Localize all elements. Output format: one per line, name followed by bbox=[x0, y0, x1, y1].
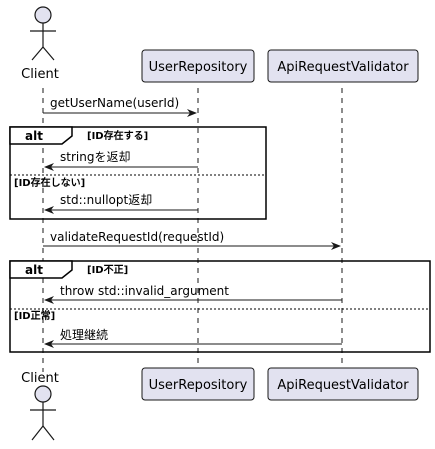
fragment-alt-1 bbox=[9, 126, 267, 220]
message-return-nullopt-label: std::nullopt返却 bbox=[60, 193, 152, 207]
actor-client-bottom bbox=[30, 385, 56, 441]
participant-api-request-validator-bottom bbox=[267, 367, 419, 401]
fragment-alt-1-keyword: alt bbox=[25, 129, 43, 143]
actor-client-bottom-label: Client bbox=[21, 371, 59, 386]
message-continue-processing-label: 処理継続 bbox=[60, 327, 108, 342]
actor-client-top bbox=[30, 6, 56, 61]
message-return-string-label: stringを返却 bbox=[60, 150, 130, 164]
fragment-alt-1-guard-2: [ID存在しない] bbox=[14, 176, 85, 189]
participant-user-repository-top-label: UserRepository bbox=[149, 60, 248, 75]
participant-user-repository-top bbox=[141, 49, 255, 83]
fragment-alt-1-tab bbox=[9, 126, 73, 145]
participant-api-request-validator-top bbox=[267, 49, 419, 83]
fragment-alt-2-tab bbox=[9, 260, 73, 279]
participant-api-request-validator-top-label: ApiRequestValidator bbox=[277, 60, 409, 75]
message-validate-request-id-label: validateRequestId(requestId) bbox=[50, 230, 224, 244]
fragment-alt-2-guard-2: [ID正常] bbox=[14, 309, 55, 322]
participant-user-repository-bottom bbox=[141, 367, 255, 401]
actor-client-top-label: Client bbox=[21, 67, 59, 82]
message-get-user-name-label: getUserName(userId) bbox=[50, 96, 179, 110]
message-throw-invalid-argument-label: throw std::invalid_argument bbox=[60, 284, 229, 298]
fragment-alt-2-guard-1: [ID不正] bbox=[87, 264, 128, 276]
participant-user-repository-bottom-label: UserRepository bbox=[149, 378, 248, 393]
fragment-alt-2-keyword: alt bbox=[25, 263, 43, 277]
fragment-alt-1-guard-1: [ID存在する] bbox=[87, 129, 148, 142]
fragment-alt-2 bbox=[9, 260, 431, 353]
participant-api-request-validator-bottom-label: ApiRequestValidator bbox=[277, 378, 409, 393]
